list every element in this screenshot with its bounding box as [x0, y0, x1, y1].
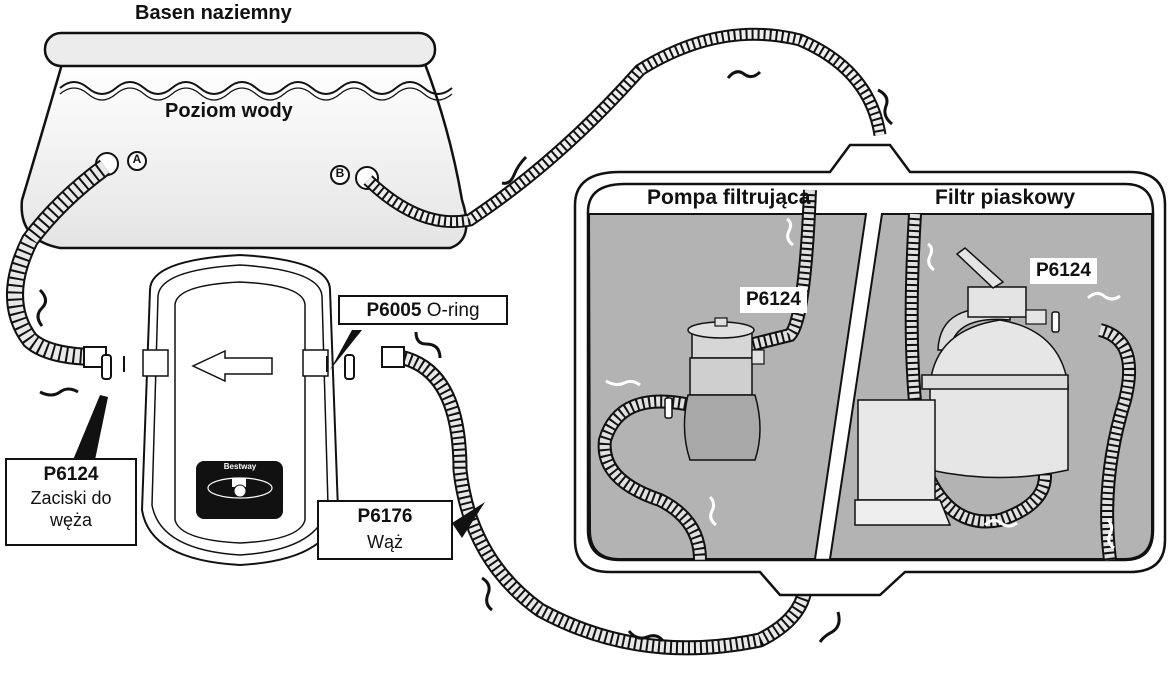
above-ground-pool: [20, 31, 468, 250]
oring-callout: P6005 O-ring: [338, 295, 508, 325]
flow-arrow-icon: [927, 242, 935, 272]
hose-clamps: [101, 354, 355, 380]
hose-clamp-icon: [344, 354, 355, 380]
flow-arrow-icon: [708, 495, 717, 527]
cartridge-filter-pump: [597, 189, 817, 561]
hose-part-name: Wąż: [367, 532, 403, 552]
flow-arrow-icon: [627, 630, 665, 642]
flow-arrow-icon: [786, 217, 794, 247]
hose-clamp-icon: [664, 397, 673, 419]
filter-panel-frame: [573, 143, 1167, 597]
oring-part-name: O-ring: [426, 300, 480, 321]
power-button-icon: [233, 484, 247, 498]
port-a-label: A: [132, 152, 142, 166]
filter-pump-panel-title: Pompa filtrująca: [647, 186, 811, 209]
flow-arrow-icon: [605, 379, 641, 387]
port-b-label: B: [335, 166, 345, 180]
sand-filter-panel-title: Filtr piaskowy: [935, 186, 1076, 209]
flow-arrow-icon: [1106, 518, 1115, 550]
flow-arrows: [36, 70, 893, 643]
flow-direction-arrow-icon: [191, 349, 273, 383]
diagram-title: Basen naziemny: [135, 2, 292, 24]
hose-callout: P6176 Wąż: [317, 500, 453, 560]
clamps-part-name-line2: węża: [49, 510, 93, 530]
flow-arrow-icon: [818, 611, 841, 643]
port-a-marker: [127, 151, 147, 171]
hose-part-code: P6176: [357, 506, 413, 527]
pool-heater-unit: [140, 253, 340, 567]
water-level-label: Poziom wody: [165, 100, 293, 122]
flow-arrow-icon: [481, 576, 493, 612]
hose-filter-to-heater: [381, 346, 813, 656]
sand-filter: [854, 213, 1137, 561]
flow-arrow-icon: [414, 331, 442, 359]
clamps-callout: P6124 Zaciski do węża: [5, 458, 137, 546]
valve-handle-icon: [955, 247, 1005, 289]
hose-clamp-icon: [101, 354, 112, 380]
flow-arrow-icon: [1086, 291, 1121, 301]
oring-part-code: P6005: [366, 300, 422, 321]
filter-pump-clamp-tag: P6124: [740, 287, 807, 313]
water-level-wave: [59, 81, 453, 95]
callout-pointers: [73, 330, 485, 538]
clamps-part-name-line1: Zaciski do: [30, 488, 112, 508]
flow-arrow-icon: [877, 88, 893, 126]
flow-arrow-icon: [39, 387, 79, 397]
hose-pool-b-to-filter: [363, 27, 887, 229]
heater-brand-label: Bestway: [223, 462, 257, 471]
clamps-part-code: P6124: [43, 464, 99, 485]
flow-arrow-icon: [36, 288, 47, 327]
flow-arrow-icon: [726, 70, 762, 79]
flow-arrow-icon: [983, 518, 1018, 528]
flow-arrow-icon: [501, 155, 528, 185]
port-b-marker: [330, 165, 350, 185]
hose-clamp-icon: [1051, 311, 1060, 333]
sand-filter-clamp-tag: P6124: [1030, 258, 1097, 284]
